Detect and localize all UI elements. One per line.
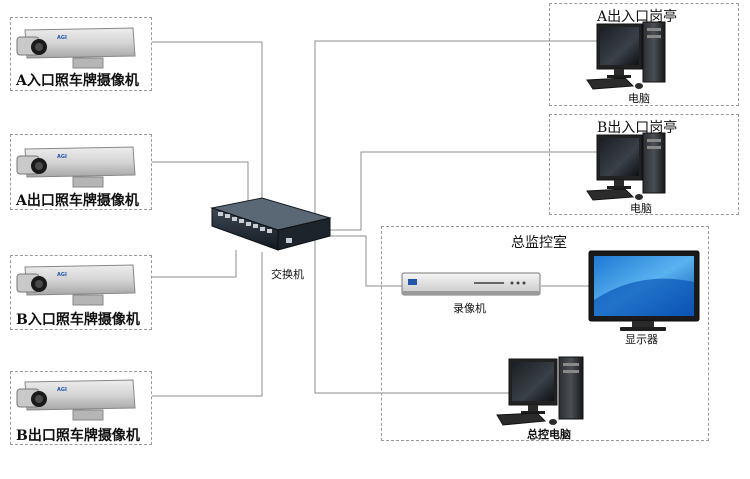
- camera-b-exit-label: B出口照车牌摄像机: [16, 428, 140, 444]
- svg-text:AGI: AGI: [57, 387, 67, 393]
- booth-b-computer: [586, 132, 666, 201]
- camera-b-entry: AGI: [16, 264, 136, 306]
- camera-box-a-exit: [10, 134, 152, 210]
- link-camera-b-entry: [152, 250, 237, 278]
- booth-b-title: B出入口岗亭: [597, 120, 678, 136]
- camera-b-exit: AGI: [16, 379, 136, 421]
- control-pc-label: 总控电脑: [527, 428, 571, 441]
- booth-box-b: [549, 114, 739, 215]
- monitor-label: 显示器: [625, 333, 658, 346]
- link-booth-a: [314, 40, 598, 219]
- camera-box-b-entry: [10, 255, 152, 330]
- svg-text:AGI: AGI: [57, 154, 67, 160]
- booth-a-computer: [586, 21, 666, 90]
- display-monitor: [588, 250, 700, 331]
- booth-a-title: A出入口岗亭: [597, 9, 678, 25]
- link-booth-b: [329, 151, 598, 231]
- control-room-title: 总监控室: [511, 235, 567, 251]
- camera-a-entry: AGI: [16, 27, 136, 69]
- svg-text:AGI: AGI: [57, 35, 67, 41]
- link-camera-a-entry: [152, 41, 263, 203]
- link-camera-b-exit: [152, 252, 263, 397]
- booth-a-pc-label: 电脑: [628, 92, 650, 105]
- booth-box-a: [549, 3, 739, 106]
- camera-a-entry-label: A入口照车牌摄像机: [16, 73, 139, 89]
- booth-b-pc-label: 电脑: [630, 202, 652, 215]
- control-room-box: [381, 226, 709, 441]
- video-recorder: [401, 272, 541, 296]
- link-recorder: [329, 235, 402, 287]
- camera-box-a-entry: [10, 17, 152, 91]
- network-switch: [210, 197, 332, 251]
- camera-a-exit-label: A出口照车牌摄像机: [16, 193, 139, 209]
- camera-b-entry-label: B入口照车牌摄像机: [16, 312, 140, 328]
- svg-text:AGI: AGI: [57, 272, 67, 278]
- control-computer: [496, 356, 584, 426]
- recorder-label: 录像机: [453, 302, 486, 315]
- camera-box-b-exit: [10, 371, 152, 445]
- camera-a-exit: AGI: [16, 146, 136, 188]
- link-control-pc: [314, 236, 509, 394]
- switch-label: 交换机: [271, 268, 304, 281]
- link-camera-a-exit: [152, 161, 249, 205]
